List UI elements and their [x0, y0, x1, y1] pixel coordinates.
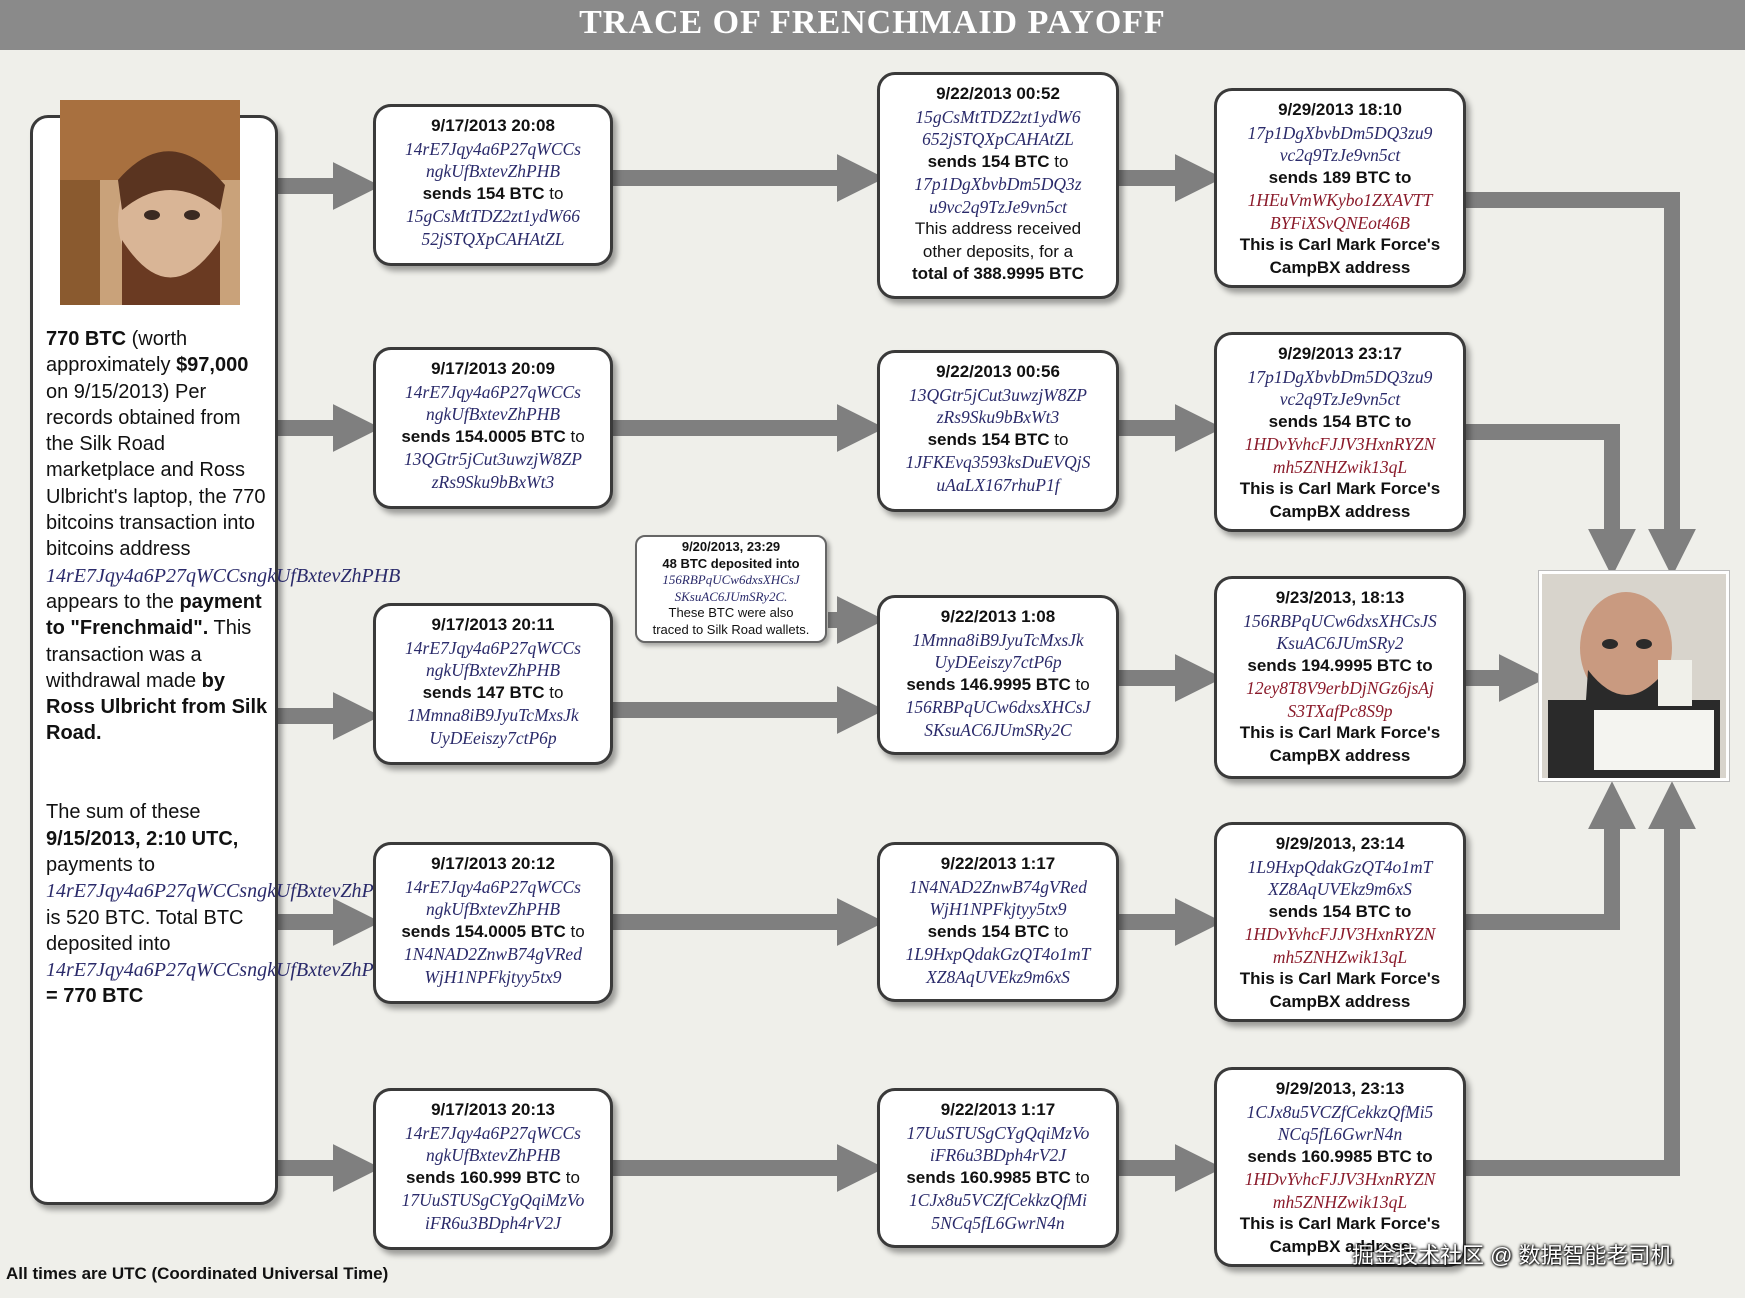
title-bar	[0, 0, 1745, 50]
carl-mark-force-photo	[1538, 570, 1730, 782]
summary-text: 770 BTC (worth approximately $97,000 on …	[46, 328, 401, 1008]
flow-arrow	[1466, 781, 1696, 1176]
flow-arrow	[1466, 781, 1636, 930]
page-title: TRACE OF FRENCHMAID PAYOFF	[579, 4, 1166, 41]
utc-footnote: All times are UTC (Coordinated Universal…	[6, 1264, 389, 1283]
deposit-note: 9/20/2013, 23:29 48 BTC deposited into 1…	[635, 535, 827, 643]
ross-ulbricht-photo	[60, 100, 240, 305]
watermark: 掘金技术社区 @ 数据智能老司机	[1352, 1243, 1673, 1268]
flow-arrow	[1466, 192, 1696, 577]
flow-arrow	[1466, 424, 1636, 577]
